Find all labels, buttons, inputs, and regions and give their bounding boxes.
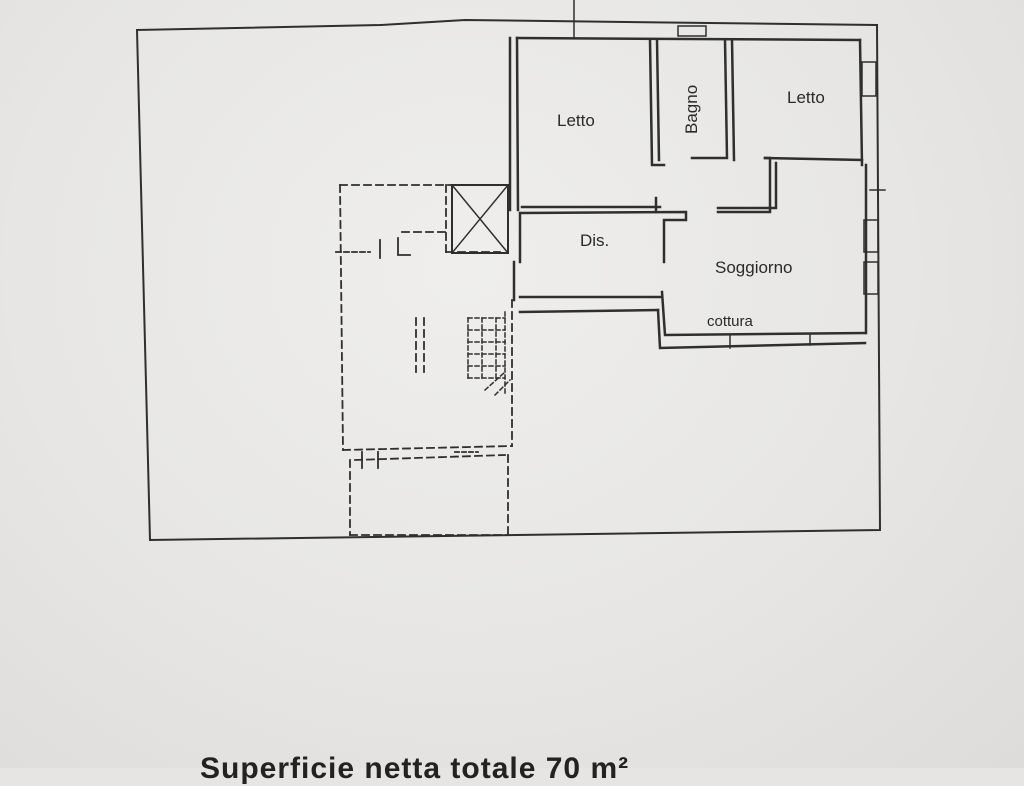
floor-plan	[135, 0, 886, 542]
fixture-marks	[335, 237, 479, 469]
room-label-soggiorno: Soggiorno	[715, 258, 793, 277]
area-caption: Superficie netta totale 70 m²	[200, 752, 630, 785]
room-label-cottura: cottura	[707, 313, 753, 330]
interior-walls	[508, 0, 886, 350]
room-label-dis: Dis.	[580, 231, 610, 250]
stair-treads	[467, 311, 512, 397]
elevator-shaft	[450, 183, 510, 255]
stairwell-dashed	[339, 184, 513, 536]
room-label-letto-2: Letto	[787, 88, 825, 107]
room-label-letto-1: Letto	[557, 111, 595, 130]
outer-walls	[135, 18, 882, 542]
room-label-bagno: Bagno	[682, 84, 701, 134]
